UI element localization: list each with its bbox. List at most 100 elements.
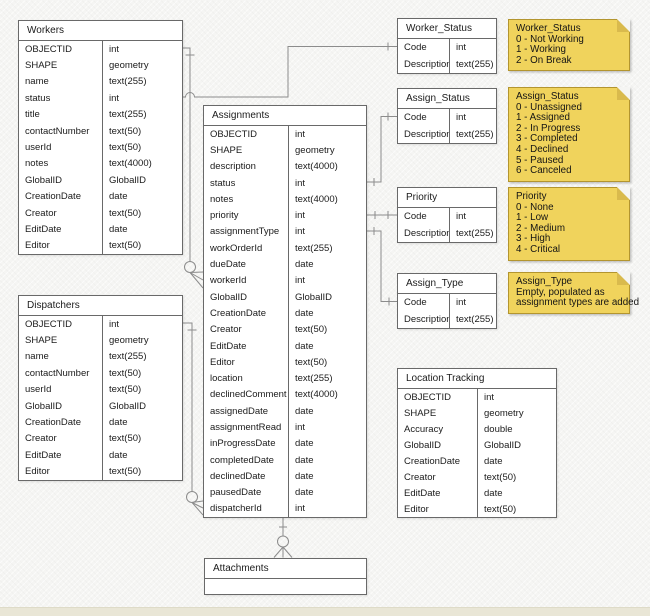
field-type: date: [295, 438, 314, 450]
field-name: name: [19, 348, 103, 366]
table-row: Editor text(50): [204, 354, 366, 371]
connector-line: [183, 322, 193, 492]
note-line: 0 - Unassigned: [516, 101, 582, 113]
connector-assignments-priority[interactable]: [367, 211, 397, 219]
note-line: 2 - On Break: [516, 54, 572, 66]
connector-workers-assignments[interactable]: [183, 47, 204, 289]
note-line: 2 - Medium: [516, 222, 565, 234]
field-type: text(50): [484, 471, 517, 483]
field-name: Creator: [204, 321, 289, 338]
field-type: int: [456, 297, 467, 308]
field-name: CreationDate: [398, 453, 478, 469]
field-name: Code: [398, 109, 450, 126]
table-row: Creator text(50): [204, 321, 366, 338]
note-line: Empty, populated as: [516, 286, 605, 298]
connector-workers-workerstatus[interactable]: [183, 42, 397, 98]
field-type: date: [109, 417, 128, 429]
entity-title: Assignments: [204, 106, 366, 126]
field-name: priority: [204, 207, 289, 224]
field-name: Editor: [204, 354, 289, 371]
field-name: GlobalID: [19, 172, 103, 189]
field-type: date: [484, 455, 503, 467]
field-name: CreationDate: [19, 414, 103, 431]
field-type: date: [295, 405, 314, 417]
crowfoot-icon: [273, 546, 293, 558]
field-type: text(50): [109, 466, 142, 478]
field-type: int: [295, 128, 306, 140]
field-type: int: [456, 42, 467, 53]
entity-title: Assign_Status: [398, 89, 496, 109]
field-name: inProgressDate: [204, 435, 289, 452]
field-name: status: [204, 174, 289, 192]
connector-line: [367, 230, 397, 302]
connector-dispatchers-assignments[interactable]: [183, 322, 204, 516]
note-line: 4 - Critical: [516, 243, 561, 255]
table-row: GlobalID GlobalID: [19, 172, 182, 189]
field-name: userId: [19, 139, 103, 156]
field-type: text(255): [109, 76, 147, 88]
field-type: text(255): [295, 373, 333, 385]
connector-assignments-assigntype[interactable]: [367, 227, 397, 306]
field-name: Creator: [19, 430, 103, 448]
entity-title: Worker_Status: [398, 19, 496, 39]
field-name: EditDate: [398, 485, 478, 501]
connector-assignments-attachments[interactable]: [273, 517, 293, 558]
field-type: GlobalID: [109, 174, 146, 186]
field-type: date: [109, 191, 128, 203]
note-line: 2 - In Progress: [516, 122, 581, 134]
entity-title: Dispatchers: [19, 296, 182, 316]
connector-assignments-assignstatus[interactable]: [367, 112, 397, 187]
field-name: description: [204, 158, 289, 175]
page-edge-band: [0, 607, 650, 616]
field-type: geometry: [484, 407, 524, 419]
field-name: OBJECTID: [19, 41, 103, 58]
field-type: date: [295, 487, 314, 499]
entity-attachments[interactable]: Attachments: [204, 558, 367, 595]
field-type: text(50): [295, 356, 328, 368]
field-type: text(4000): [109, 158, 152, 170]
field-name: pausedDate: [204, 484, 289, 501]
field-type: text(50): [484, 503, 517, 515]
field-type: text(50): [109, 433, 142, 445]
field-name: CreationDate: [19, 188, 103, 205]
field-name: EditDate: [19, 221, 103, 238]
note-line: 4 - Declined: [516, 143, 569, 155]
field-name: Code: [398, 208, 450, 225]
field-type: text(50): [295, 324, 328, 336]
